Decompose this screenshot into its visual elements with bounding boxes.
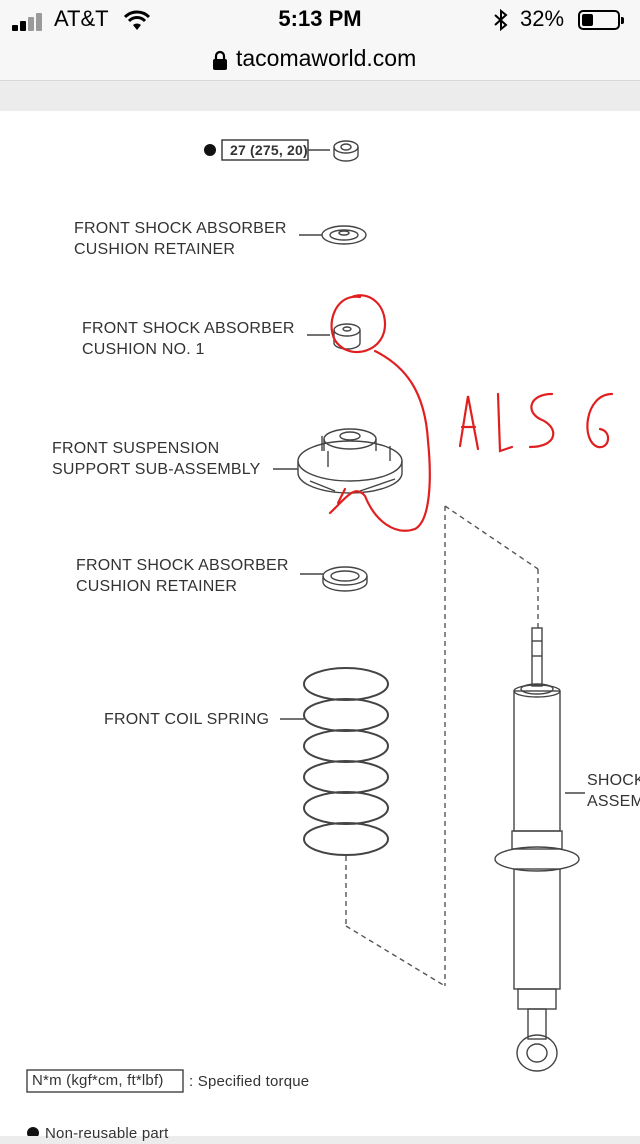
shock-absorber-icon: [494, 627, 585, 1072]
cushion-retainer-top-icon: [321, 225, 367, 245]
battery-icon: [578, 10, 624, 30]
label-line: FRONT SHOCK ABSORBER: [82, 320, 295, 337]
annotation-letter-a: [458, 395, 480, 451]
assembly-guide-lines: [345, 505, 539, 987]
label-shock-absorber: SHOCK ASSEM: [587, 770, 640, 812]
label-line: FRONT SUSPENSION: [52, 440, 220, 457]
legend-bullet: [27, 1127, 39, 1136]
annotation-letter-o: [586, 392, 614, 449]
label-line: FRONT SHOCK ABSORBER: [74, 220, 287, 237]
non-reusable-bullet: [204, 144, 216, 156]
lock-icon: [213, 50, 227, 70]
signal-icon: [12, 13, 46, 31]
cushion-retainer-bottom-icon: [322, 566, 368, 592]
label-line: CUSHION RETAINER: [76, 578, 238, 595]
support-sub-assembly-icon: [297, 428, 403, 494]
page-url[interactable]: tacomaworld.com: [236, 45, 417, 71]
diagram-drawing: [26, 139, 614, 1136]
label-line: CUSHION RETAINER: [74, 241, 236, 258]
address-bar[interactable]: tacomaworld.com: [0, 40, 640, 81]
annotation-letter-s: [528, 392, 555, 449]
label-line: ASSEM: [587, 793, 640, 810]
clock: 5:13 PM: [278, 6, 362, 31]
coil-spring-icon: [303, 667, 389, 856]
page-content: [0, 111, 640, 1136]
label-line: FRONT SHOCK ABSORBER: [76, 557, 289, 574]
annotation-letter-l: [496, 392, 514, 453]
legend-torque-box: [26, 1069, 184, 1093]
wifi-icon: [123, 10, 151, 30]
legend-non-reusable: Non-reusable part: [45, 1125, 169, 1142]
label-cushion-retainer-bottom: FRONT SHOCK ABSORBER CUSHION RETAINER: [76, 555, 289, 597]
legend-torque-desc: : Specified torque: [189, 1073, 310, 1090]
status-bar: AT&T 5:13 PM 32%: [0, 0, 640, 40]
bluetooth-icon: [494, 8, 508, 32]
label-cushion-no1: FRONT SHOCK ABSORBER CUSHION NO. 1: [82, 318, 295, 360]
label-support-sub-assembly: FRONT SUSPENSION SUPPORT SUB-ASSEMBLY: [52, 438, 261, 480]
label-line: SUPPORT SUB-ASSEMBLY: [52, 461, 261, 478]
label-line: SHOCK: [587, 772, 640, 789]
label-coil-spring: FRONT COIL SPRING: [104, 711, 270, 728]
exploded-parts-diagram: 27 (275, 20) FRONT SHOCK ABSORBER CUSHIO…: [0, 111, 640, 1142]
label-line: CUSHION NO. 1: [82, 341, 205, 358]
cushion-no1-icon: [333, 323, 361, 350]
battery-percentage: 32%: [520, 6, 565, 31]
carrier-name: AT&T: [54, 6, 109, 31]
torque-spec: 27 (275, 20): [230, 142, 308, 158]
nut-icon: [333, 140, 359, 162]
red-annotation-mark: [328, 294, 614, 532]
legend-torque-unit: N*m (kgf*cm, ft*lbf): [32, 1072, 164, 1089]
label-cushion-retainer-top: FRONT SHOCK ABSORBER CUSHION RETAINER: [74, 218, 287, 260]
page-gap: [0, 81, 640, 111]
